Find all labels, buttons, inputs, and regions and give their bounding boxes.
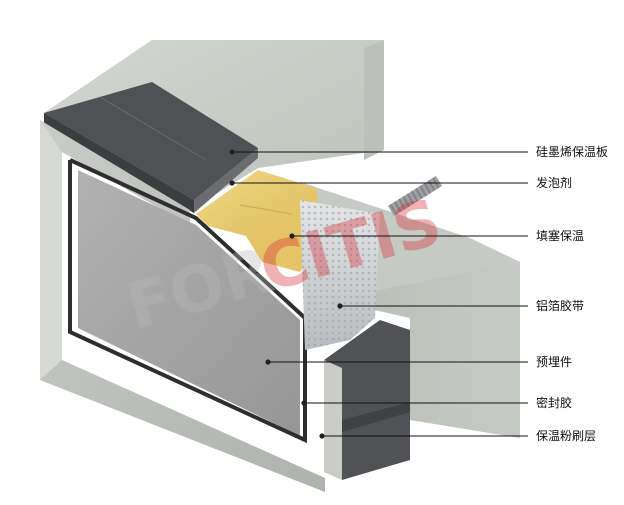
leader-dot-foaming-agent: [229, 180, 235, 186]
forcitis-watermark: FOR CITIS: [119, 185, 450, 345]
leader-dot-foil-tape: [337, 303, 343, 309]
label-embedded-part: 预埋件: [536, 355, 572, 369]
label-fill-insulation: 填塞保温: [536, 228, 584, 243]
lower-graphite-board: [324, 320, 410, 480]
label-foaming-agent: 发泡剂: [536, 175, 572, 190]
label-graphite-board: 硅墨烯保温板: [536, 145, 608, 159]
leader-dot-graphite-board: [229, 149, 235, 155]
leader-dot-sealant: [301, 400, 307, 406]
leader-dot-fill-insulation: [289, 233, 295, 239]
leader-lines: [229, 149, 528, 439]
graphite-insulation-board: [44, 82, 258, 213]
label-sealant: 密封胶: [536, 395, 572, 410]
front-wall-face: [40, 120, 325, 492]
aluminum-foil-tape: [300, 200, 380, 350]
leader-dot-insulation-plaster: [319, 433, 325, 439]
embedded-part-panel: [68, 158, 307, 444]
leader-dot-embedded-part: [265, 359, 271, 365]
rebar-rod: [388, 176, 442, 216]
label-foil-tape: 铝箔胶带: [536, 298, 584, 313]
label-insulation-plaster: 保温粉刷层: [536, 429, 596, 443]
